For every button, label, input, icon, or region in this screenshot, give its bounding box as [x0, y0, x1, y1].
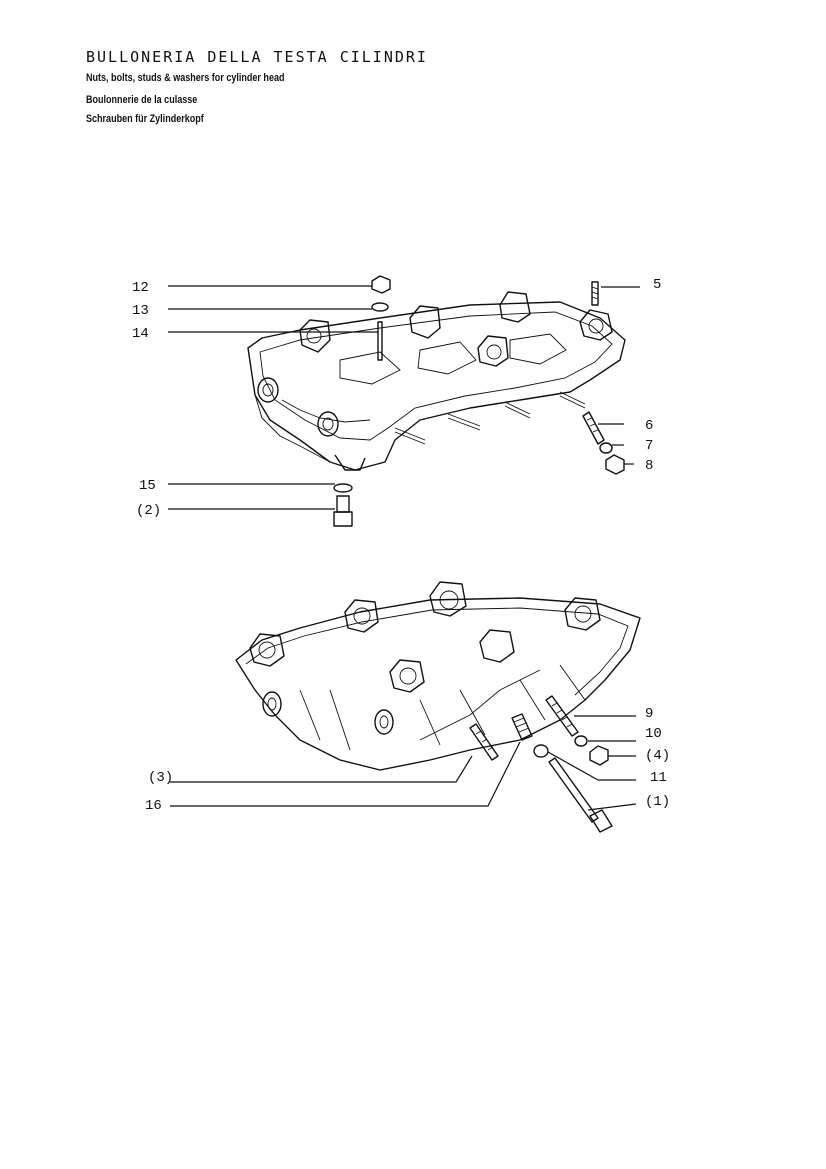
washer-11-icon	[533, 744, 549, 758]
subtitle-french: Boulonnerie de la culasse	[86, 94, 198, 106]
callout-8: 8	[645, 458, 653, 474]
washer-13-icon	[371, 302, 389, 312]
upper-leader-lines	[168, 285, 640, 510]
callout-14: 14	[132, 326, 149, 342]
washer-7-icon	[599, 442, 613, 454]
callout-13: 13	[132, 303, 149, 319]
callout-4: (4)	[645, 748, 670, 764]
callout-5: 5	[653, 277, 661, 293]
callout-1: (1)	[645, 794, 670, 810]
bolt-2-icon	[336, 495, 350, 513]
bolt-1-icon	[548, 757, 599, 823]
lower-callouts: 9 10 (4) 11 (1) (3) 16	[145, 706, 670, 814]
callout-12: 12	[132, 280, 149, 296]
callout-3: (3)	[148, 770, 173, 786]
callout-6: 6	[645, 418, 653, 434]
stud-14-icon	[377, 321, 383, 361]
stud-9-icon	[545, 695, 579, 737]
upper-callouts: 12 13 14 5 6 7 8 15 (2)	[132, 277, 661, 519]
cylinder-head-upper-view	[247, 291, 626, 471]
washer-15-icon	[333, 483, 353, 493]
cylinder-head-lower-view	[235, 581, 641, 771]
callout-2: (2)	[136, 503, 161, 519]
nut-4-icon	[589, 745, 609, 766]
nut-8-icon	[605, 454, 625, 475]
upper-loose-parts	[333, 275, 625, 527]
page-title: BULLONERIA DELLA TESTA CILINDRI	[86, 48, 428, 66]
stud-3-icon	[469, 723, 499, 761]
subtitle-german: Schrauben für Zylinderkopf	[86, 113, 204, 125]
lower-loose-parts	[469, 695, 613, 833]
callout-10: 10	[645, 726, 662, 742]
callout-9: 9	[645, 706, 653, 722]
callout-7: 7	[645, 438, 653, 454]
nut-12-icon	[371, 275, 391, 294]
callout-16: 16	[145, 798, 162, 814]
callout-15: 15	[139, 478, 156, 494]
callout-11: 11	[650, 770, 667, 786]
washer-10-icon	[574, 735, 588, 747]
lower-leader-lines	[170, 715, 637, 811]
spring-16-icon	[511, 713, 533, 741]
subtitle-english: Nuts, bolts, studs & washers for cylinde…	[86, 72, 285, 84]
stud-6-icon	[582, 411, 605, 445]
